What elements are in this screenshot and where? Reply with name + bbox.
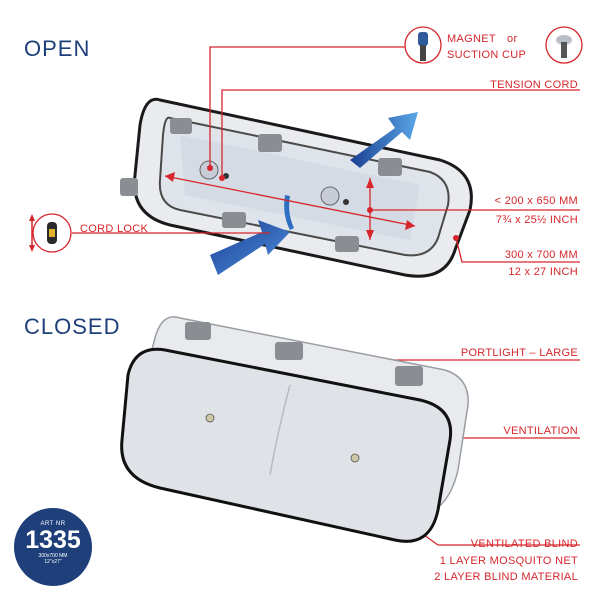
airflow-arrow-in: [210, 220, 290, 275]
heading-closed: CLOSED: [24, 314, 121, 339]
label-cord-lock: CORD LOCK: [80, 223, 149, 235]
label-tension-cord: TENSION CORD: [490, 79, 578, 91]
label-size-outer-mm: 300 x 700 MM: [504, 249, 578, 261]
label-suction-cup: SUCTION CUP: [447, 49, 527, 61]
cord-lock-icon: [29, 213, 72, 253]
closed-portlight: [120, 316, 469, 543]
suction-cup-icon: [545, 26, 583, 64]
heading-open: OPEN: [24, 36, 91, 61]
or-text: or: [507, 33, 518, 45]
airflow-arrow-out: [350, 112, 418, 168]
label-blind-material: 2 LAYER BLIND MATERIAL: [434, 571, 578, 583]
label-size-inner-inch: 7¾ x 25½ INCH: [495, 214, 578, 226]
label-magnet: MAGNET or: [447, 32, 517, 46]
label-size-outer-inch: 12 x 27 INCH: [508, 266, 578, 278]
badge-size-inch: 12"x27": [44, 559, 62, 565]
article-badge: ART NR 1335 300x700 MM 12"x27": [14, 508, 92, 586]
label-size-inner-mm: < 200 x 650 MM: [494, 195, 578, 207]
badge-number: 1335: [25, 526, 81, 554]
label-mosquito-net: 1 LAYER MOSQUITO NET: [439, 555, 578, 567]
badge-art-nr: ART NR: [40, 521, 66, 527]
label-portlight: PORTLIGHT – LARGE: [460, 347, 578, 359]
airflow-swoosh: [284, 195, 294, 230]
open-portlight: [120, 97, 473, 278]
badge-size-mm: 300x700 MM: [38, 553, 68, 559]
magnet-text: MAGNET: [447, 33, 496, 45]
label-ventilated-blind: VENTILATED BLIND: [470, 538, 578, 550]
label-ventilation: VENTILATION: [503, 425, 578, 437]
magnet-icon: [404, 26, 442, 64]
